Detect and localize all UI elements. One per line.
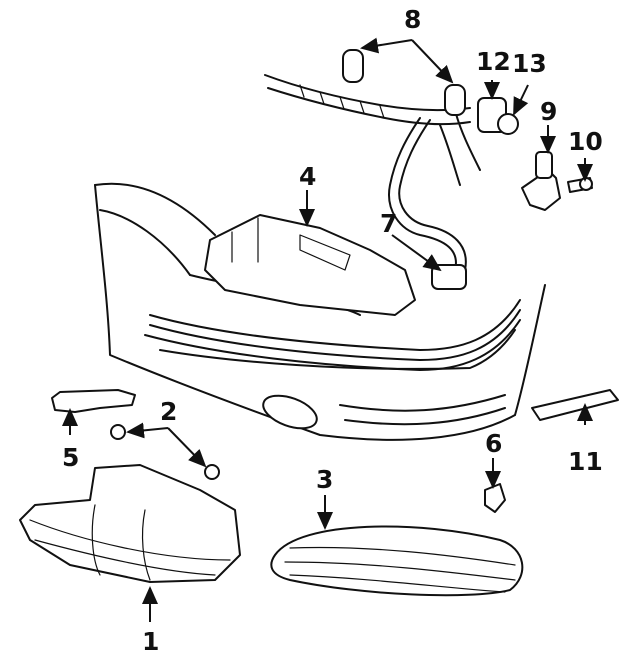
- turn-lamp-part-3: [270, 525, 524, 597]
- callout-8: 8: [404, 5, 421, 34]
- callout-10: 10: [568, 127, 603, 156]
- leader-lines: [62, 37, 593, 622]
- callout-9: 9: [540, 97, 557, 126]
- wiring-harness: [264, 74, 481, 271]
- socket-part-6: [484, 483, 506, 513]
- callout-7: 7: [380, 209, 397, 238]
- front-fascia: [94, 182, 546, 441]
- marker-lamp-part-11: [531, 389, 619, 421]
- callout-4: 4: [299, 162, 316, 191]
- socket-part-12: [477, 97, 519, 135]
- callout-1: 1: [142, 627, 159, 656]
- connector-part-8: [342, 49, 466, 116]
- callout-3: 3: [316, 465, 333, 494]
- bracket-part-9: [521, 151, 561, 211]
- callout-12: 12: [476, 47, 511, 76]
- bolt-part-2: [110, 424, 220, 480]
- bracket-part-5: [51, 389, 136, 413]
- callout-5: 5: [62, 443, 79, 472]
- screw-part-10: [567, 177, 593, 193]
- callout-6: 6: [485, 429, 502, 458]
- callout-2: 2: [160, 397, 177, 426]
- callout-11: 11: [568, 447, 603, 476]
- headlamp-assembly-part-1: [19, 464, 241, 583]
- callout-13: 13: [512, 49, 547, 78]
